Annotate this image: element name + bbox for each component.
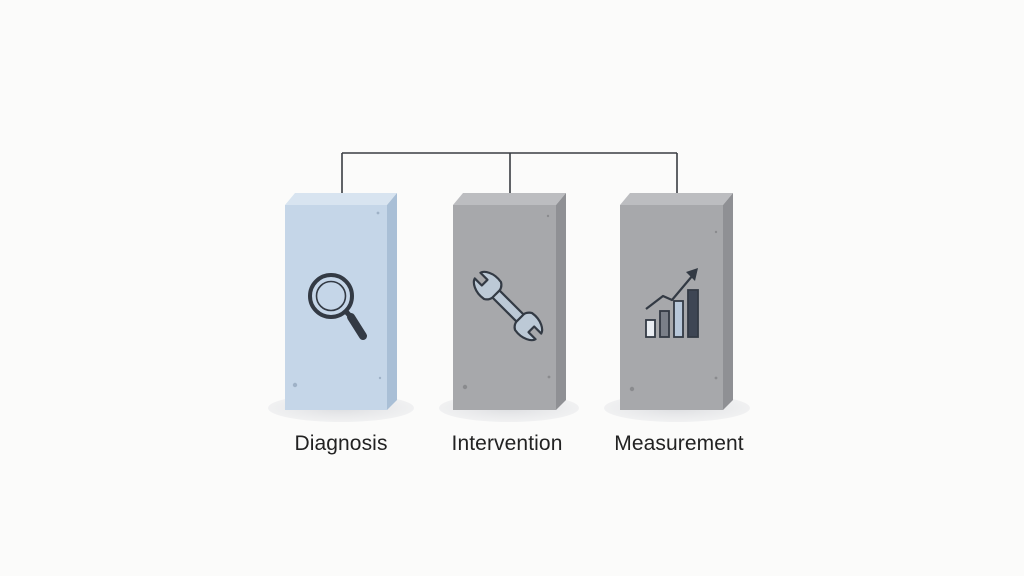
pillar-speck — [546, 214, 550, 218]
wrench-icon — [472, 270, 544, 342]
pillar-side-face — [556, 193, 566, 410]
pillar-top-face — [453, 193, 566, 205]
pillar-side-face — [387, 193, 397, 410]
pillar-speck — [714, 230, 718, 234]
pillar-speck — [547, 375, 551, 379]
pillar-front-face — [285, 205, 387, 410]
pillar-label-diagnosis: Diagnosis — [294, 432, 388, 455]
pillar-speck — [378, 376, 382, 380]
pillar-diagnosis — [268, 193, 414, 422]
pillar-speck — [629, 386, 635, 392]
pillar-speck — [292, 382, 298, 388]
magnifying-glass-icon — [308, 273, 367, 340]
pillar-front-face — [620, 205, 723, 410]
pillar-intervention — [439, 193, 579, 422]
pillar-side-face — [723, 193, 733, 410]
pillar-label-measurement: Measurement — [614, 432, 744, 455]
pillar-speck — [462, 384, 468, 390]
pillar-speck — [714, 376, 718, 380]
pillar-top-face — [285, 193, 397, 205]
pillar-measurement — [604, 193, 750, 422]
pillar-label-intervention: Intervention — [451, 432, 563, 455]
bar-chart-growth-icon — [645, 268, 699, 338]
connector-tree — [341, 152, 678, 195]
pillar-speck — [376, 211, 380, 215]
pillar-top-face — [620, 193, 733, 205]
